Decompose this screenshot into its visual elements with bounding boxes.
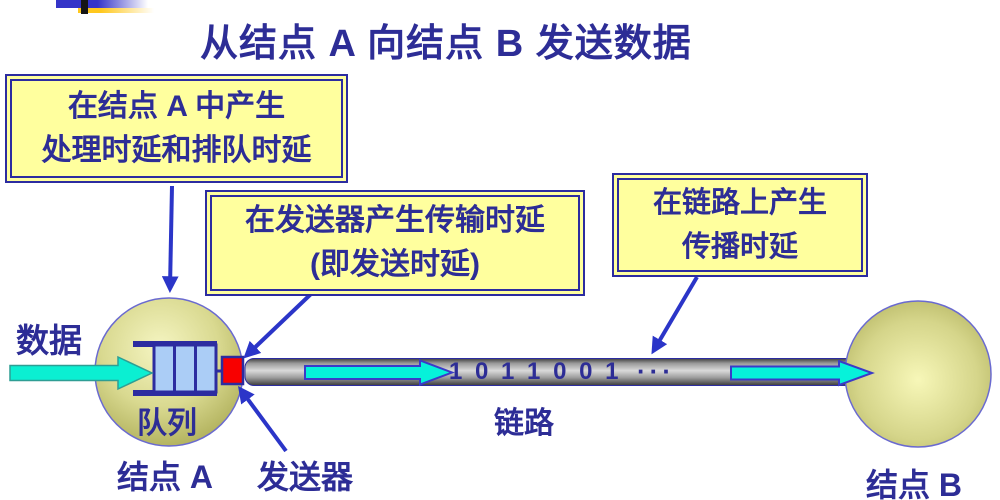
data-label: 数据 xyxy=(16,322,82,359)
callout-propagation-delay: 在链路上产生 传播时延 xyxy=(612,173,868,277)
node-b-label: 结点 B xyxy=(866,467,963,500)
queue-label: 队列 xyxy=(137,407,197,440)
node-a-label: 结点 A xyxy=(117,459,214,495)
callout-node-a-delay-line2: 处理时延和排队时延 xyxy=(41,133,312,167)
data-flow-arrow-icon xyxy=(9,355,154,391)
pipe-signal-arrow-right-icon xyxy=(730,359,875,387)
slide-ornament-black-bar xyxy=(81,0,88,14)
transmitter-square xyxy=(220,355,245,386)
slide-title: 从结点 A 向结点 B 发送数据 xyxy=(200,23,692,65)
pointer-arrow-transmission-icon xyxy=(243,291,314,359)
callout-transmission-delay-line1: 在发送器产生传输时延 xyxy=(245,204,545,237)
bit-stream-label: 1 0 1 1 0 0 1 xyxy=(449,358,621,385)
transmitter-label: 发送器 xyxy=(257,459,354,495)
slide-ornament-blue-bar xyxy=(56,0,148,8)
callout-propagation-delay-line1: 在链路上产生 xyxy=(652,187,827,219)
pointer-arrow-transmitter-label-icon xyxy=(238,385,288,453)
pointer-arrow-node-a-icon xyxy=(161,185,179,294)
link-label: 链路 xyxy=(494,407,554,440)
pointer-arrow-link-icon xyxy=(651,275,699,355)
callout-node-a-delay: 在结点 A 中产生 处理时延和排队时延 xyxy=(5,74,348,183)
callout-transmission-delay: 在发送器产生传输时延 (即发送时延) xyxy=(205,190,585,296)
slide-ornament-gold-bar xyxy=(78,8,154,13)
callout-node-a-delay-line1: 在结点 A 中产生 xyxy=(67,89,286,123)
callout-propagation-delay-line2: 传播时延 xyxy=(681,231,798,263)
callout-transmission-delay-line2: (即发送时延) xyxy=(310,248,480,281)
pipe-signal-arrow-left-icon xyxy=(304,359,455,386)
queue-cells xyxy=(152,343,218,394)
bit-stream-ellipsis: ··· xyxy=(637,356,675,386)
